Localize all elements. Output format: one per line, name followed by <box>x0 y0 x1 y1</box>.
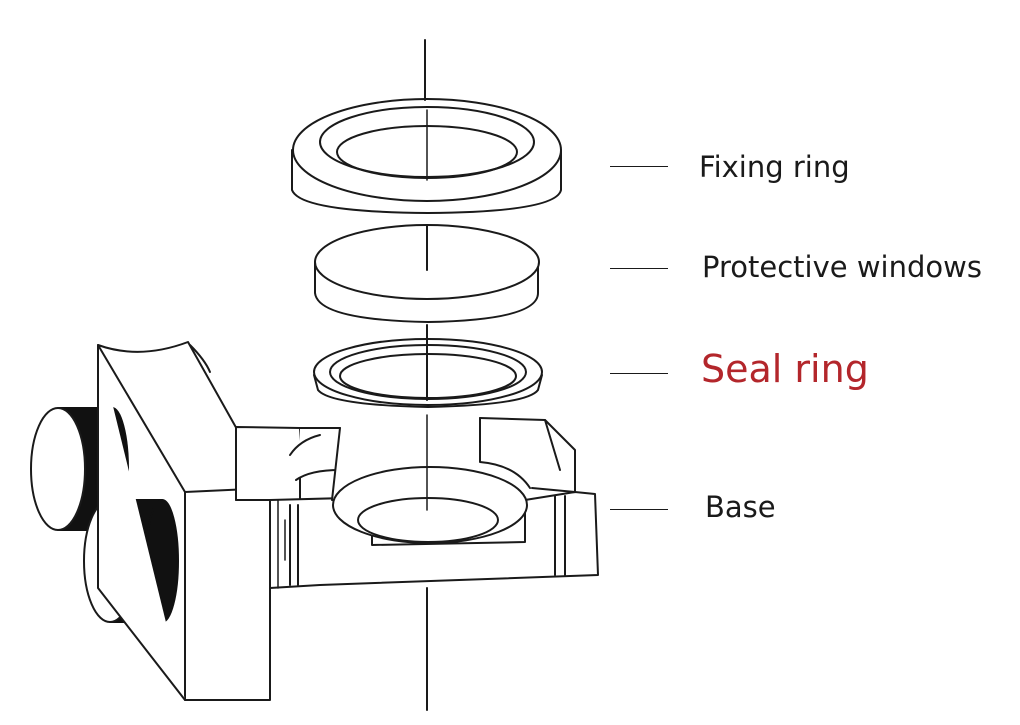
leader-line-fixing-ring <box>610 166 668 167</box>
base-part <box>30 341 599 701</box>
label-protective-windows: Protective windows <box>702 250 982 284</box>
label-fixing-ring: Fixing ring <box>699 150 850 184</box>
main-block <box>235 417 599 589</box>
mounting-plate <box>97 341 271 701</box>
center-axis <box>424 39 428 711</box>
leader-line-protective-windows <box>610 268 668 269</box>
leader-line-base <box>610 509 668 510</box>
label-seal-ring: Seal ring <box>701 347 869 391</box>
label-base: Base <box>705 490 776 524</box>
leader-line-seal-ring <box>610 373 668 374</box>
